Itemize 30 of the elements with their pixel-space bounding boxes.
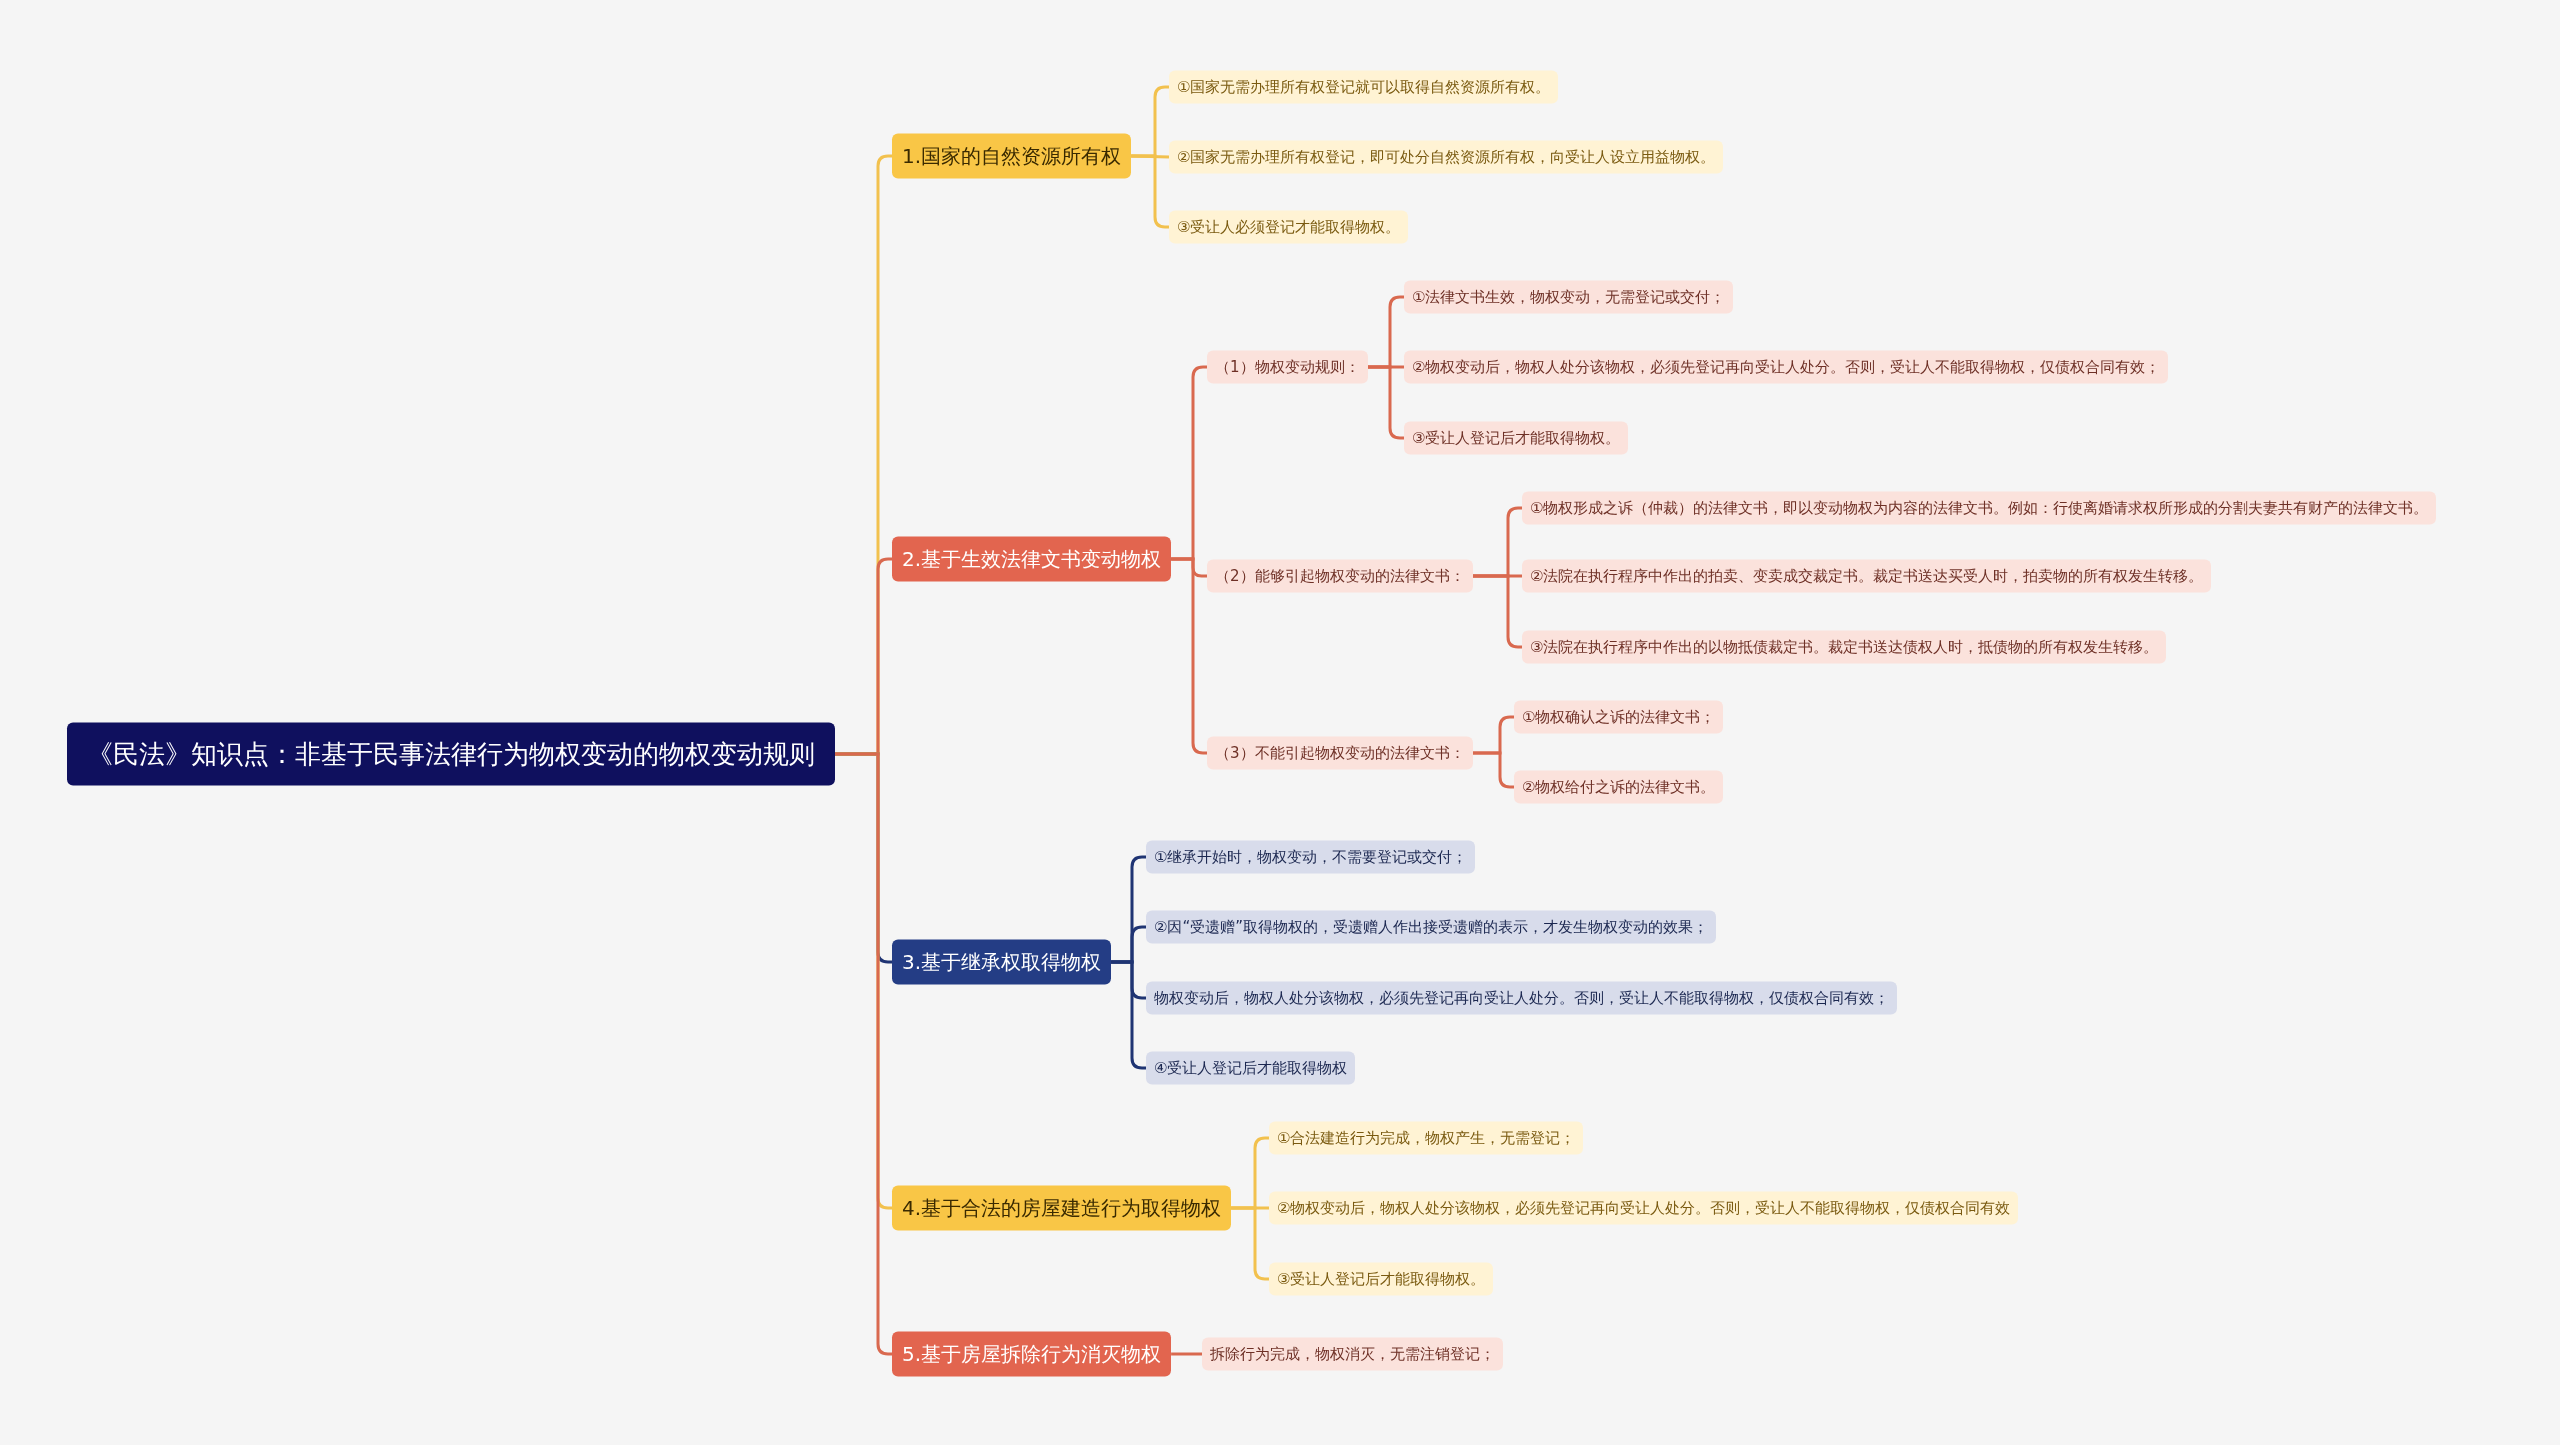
subtopic-box: ①继承开始时，物权变动，不需要登记或交付； — [1146, 840, 1476, 874]
connector-line — [1472, 751, 1514, 789]
subtopic-box: ②因“受遗赠”取得物权的，受遗赠人作出接受遗赠的表示，才发生物权变动的效果； — [1146, 910, 1716, 944]
subtopic-box: ②物权变动后，物权人处分该物权，必须先登记再向受让人处分。否则，受让人不能取得物权，仅债权合同有效； — [1404, 350, 2169, 384]
root-topic-box: 《民法》知识点：非基于民事法律行为物权变动的物权变动规则 — [67, 722, 835, 786]
subtopic-box: ②法院在执行程序中作出的拍卖、变卖成交裁定书。裁定书送达买受人时，拍卖物的所有权发生转移。 — [1522, 559, 2212, 593]
subtopic-box: ③法院在执行程序中作出的以物抵债裁定书。裁定书送达债权人时，抵债物的所有权发生转移。 — [1522, 630, 2167, 664]
subtopic-box: ②国家无需办理所有权登记，即可处分自然资源所有权，向受让人设立用益物权。 — [1169, 140, 1724, 174]
subtopic-box: （3）不能引起物权变动的法律文书： — [1207, 736, 1473, 770]
subtopic-box: ①国家无需办理所有权登记就可以取得自然资源所有权。 — [1169, 70, 1559, 104]
topic-box: 4.基于合法的房屋建造行为取得物权 — [892, 1185, 1232, 1231]
subtopic-box: ③受让人登记后才能取得物权。 — [1404, 421, 1629, 455]
subtopic-box: ②物权给付之诉的法律文书。 — [1514, 770, 1724, 804]
topic-box: 5.基于房屋拆除行为消灭物权 — [892, 1331, 1172, 1377]
subtopic-box: 物权变动后，物权人处分该物权，必须先登记再向受让人处分。否则，受让人不能取得物权，仅债权合同有效； — [1146, 981, 1897, 1015]
subtopic-box: ②物权变动后，物权人处分该物权，必须先登记再向受让人处分。否则，受让人不能取得物权，仅债权合同有效 — [1269, 1191, 2019, 1225]
topic-box: 3.基于继承权取得物权 — [892, 939, 1112, 985]
subtopic-box: ③受让人必须登记才能取得物权。 — [1169, 210, 1409, 244]
subtopic-box: （2）能够引起物权变动的法律文书： — [1207, 559, 1473, 593]
subtopic-box: ④受让人登记后才能取得物权 — [1146, 1051, 1356, 1085]
connector-line — [1171, 1352, 1202, 1356]
topic-box: 2.基于生效法律文书变动物权 — [892, 536, 1172, 582]
topic-box: 1.国家的自然资源所有权 — [892, 133, 1132, 179]
subtopic-box: ①物权确认之诉的法律文书； — [1514, 700, 1724, 734]
subtopic-box: ①法律文书生效，物权变动，无需登记或交付； — [1404, 280, 1734, 314]
subtopic-box: ①物权形成之诉（仲裁）的法律文书，即以变动物权为内容的法律文书。例如：行使离婚请求权所形成的分割夫妻共有财产的法律文书。 — [1522, 491, 2437, 525]
subtopic-box: ③受让人登记后才能取得物权。 — [1269, 1262, 1494, 1296]
subtopic-box: （1）物权变动规则： — [1207, 350, 1368, 384]
subtopic-box: 拆除行为完成，物权消灭，无需注销登记； — [1202, 1337, 1503, 1371]
subtopic-box: ①合法建造行为完成，物权产生，无需登记； — [1269, 1121, 1584, 1155]
